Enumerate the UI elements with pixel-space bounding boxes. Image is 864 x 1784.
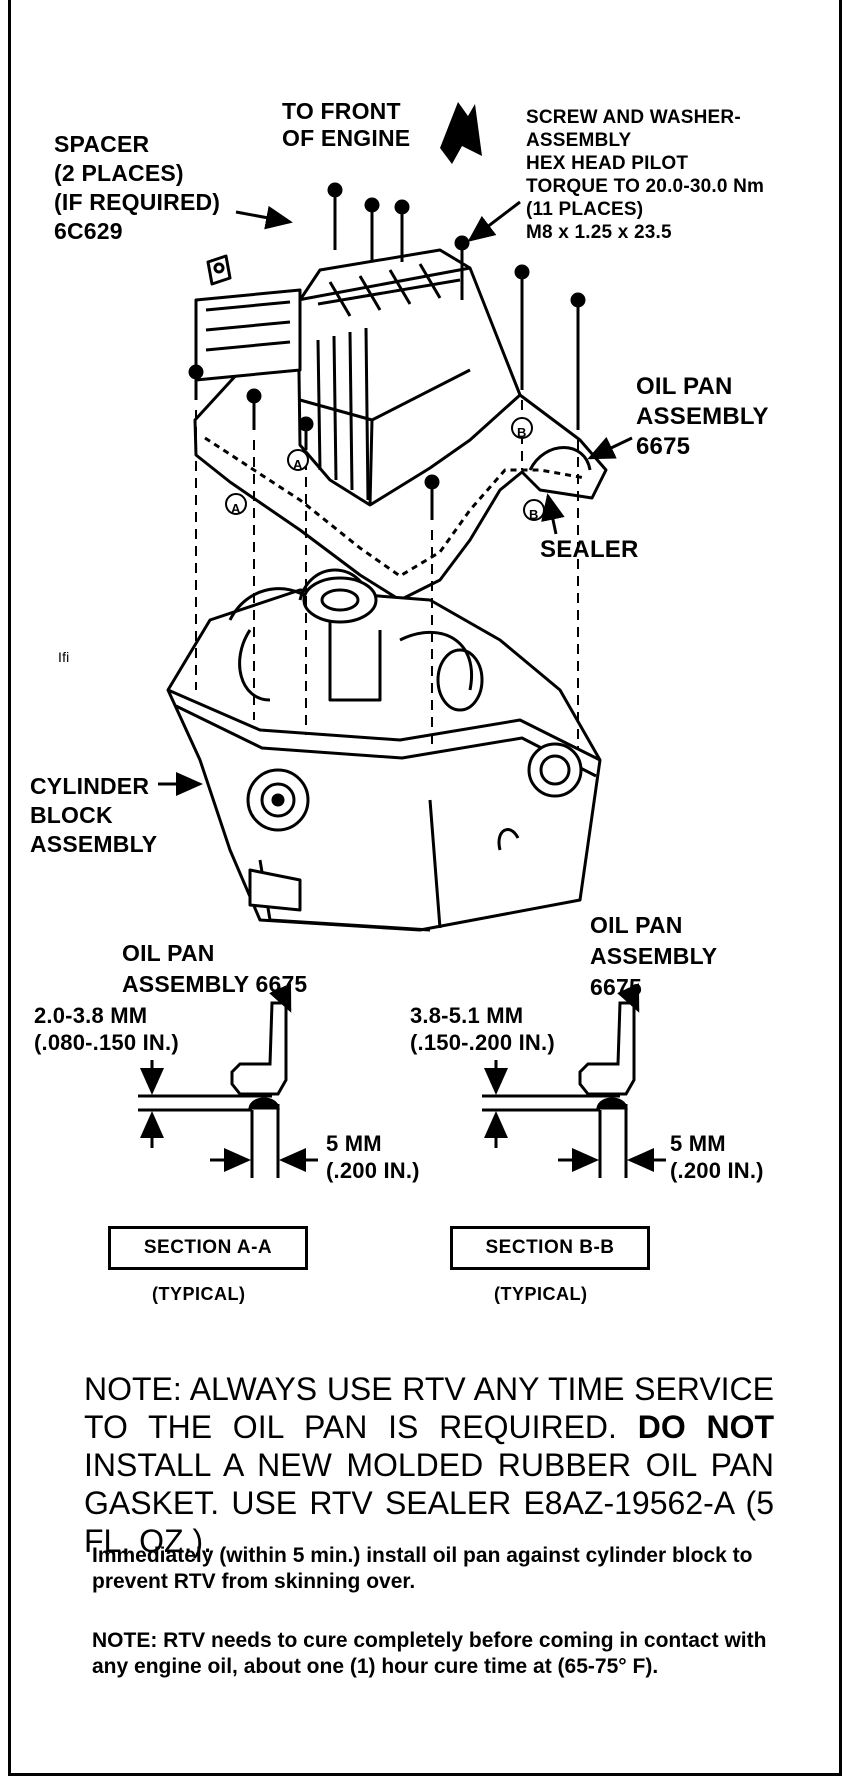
diagram-frame [8,0,842,1776]
section-b-typical: (TYPICAL) [494,1284,588,1304]
front-of-engine-label: TO FRONT OF ENGINE [282,98,411,151]
section-b-drawing [482,983,666,1178]
rtv-cure-note: NOTE: RTV needs to cure completely befor… [92,1629,767,1678]
section-a-title: SECTION A-A [108,1226,308,1270]
install-immediately-note: Immediately (within 5 min.) install oil … [92,1544,753,1593]
pan-bolts [188,182,586,520]
spacer-label: SPACER (2 PLACES) (IF REQUIRED) 6C629 [54,131,221,244]
section-b-pan-label: OIL PAN ASSEMBLY 6675 [590,912,718,1000]
marker-a-1: A [231,501,241,516]
sealer-label: SEALER [540,536,639,563]
oil-pan-assembly-label: OIL PAN ASSEMBLY 6675 [636,373,769,460]
marker-a-2: A [293,457,303,472]
section-a-typical: (TYPICAL) [152,1284,246,1304]
marker-b-1: B [517,425,527,440]
rtv-main-note: NOTE: ALWAYS USE RTV ANY TIME SERVICE TO… [84,1371,775,1559]
stray-mark: Ifi [58,649,70,665]
section-a-pan-label: OIL PAN ASSEMBLY 6675 [122,940,308,997]
cylinder-block-label: CYLINDER BLOCK ASSEMBLY [30,773,158,857]
leader-arrows [158,200,633,796]
section-b-width-dimension: 5 MM (.200 IN.) [670,1131,764,1183]
section-b-title: SECTION B-B [450,1226,650,1270]
front-direction-arrow [440,102,482,164]
section-b-gap-dimension: 3.8-5.1 MM (.150-.200 IN.) [410,1003,555,1055]
section-a-width-dimension: 5 MM (.200 IN.) [326,1131,420,1183]
section-markers [225,417,545,521]
marker-b-2: B [529,507,539,522]
screw-washer-label: SCREW AND WASHER- ASSEMBLY HEX HEAD PILO… [526,107,765,243]
cylinder-block-drawing [166,568,602,932]
alignment-lines [195,400,579,750]
section-a-drawing [138,983,318,1178]
oil-pan-drawing [193,248,608,602]
section-a-gap-dimension: 2.0-3.8 MM (.080-.150 IN.) [34,1003,179,1055]
